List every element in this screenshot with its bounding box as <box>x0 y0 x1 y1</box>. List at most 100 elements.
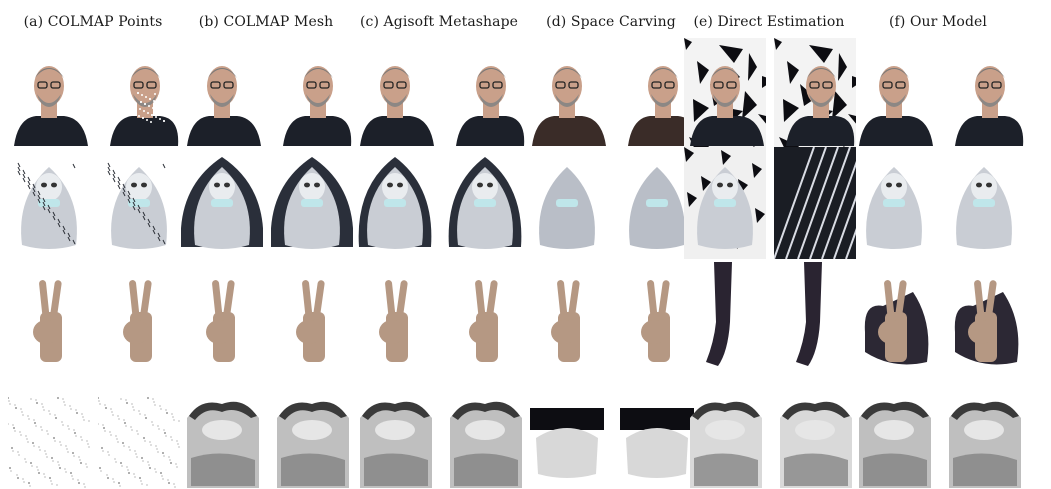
render-space-carving-person-view2 <box>616 38 698 150</box>
reconstruction-image <box>859 401 931 488</box>
render-space-carving-sloth-plush-view1 <box>526 147 608 259</box>
reconstruction-image <box>532 66 606 146</box>
reconstruction-image <box>8 397 90 488</box>
reconstruction-image <box>955 66 1024 146</box>
reconstruction-image <box>530 408 604 478</box>
render-colmap-points-person-view2 <box>98 38 180 150</box>
reconstruction-image <box>296 280 325 362</box>
reconstruction-image <box>539 167 595 249</box>
render-space-carving-fire-smoke-view2 <box>616 378 698 489</box>
reconstruction-image <box>954 280 1019 365</box>
render-direct-estimation-sloth-plush-view1 <box>684 147 766 259</box>
render-colmap-mesh-sloth-plush-view2 <box>271 147 353 259</box>
reconstruction-image <box>864 280 929 365</box>
render-direct-estimation-person-view1 <box>684 38 766 150</box>
reconstruction-image <box>283 66 352 146</box>
reconstruction-image <box>949 401 1021 488</box>
render-agisoft-sloth-plush-view1 <box>354 147 436 259</box>
reconstruction-image <box>123 280 152 362</box>
column-header-colmap-points: (a) COLMAP Points <box>23 14 163 30</box>
render-direct-estimation-hand-peace-sign-view2 <box>774 262 856 374</box>
reconstruction-image <box>684 147 766 259</box>
reconstruction-image <box>690 401 762 488</box>
reconstruction-image <box>456 66 525 146</box>
render-agisoft-fire-smoke-view2 <box>444 378 526 489</box>
reconstruction-image <box>774 147 856 259</box>
render-colmap-mesh-hand-peace-sign-view2 <box>271 262 353 374</box>
render-colmap-points-hand-peace-sign-view1 <box>8 262 90 374</box>
reconstruction-image <box>866 167 922 249</box>
render-space-carving-person-view1 <box>526 38 608 150</box>
reconstruction-image <box>33 280 62 362</box>
render-colmap-mesh-hand-peace-sign-view1 <box>181 262 263 374</box>
render-colmap-mesh-person-view1 <box>181 38 263 150</box>
reconstruction-image <box>187 66 261 146</box>
reconstruction-image <box>956 167 1012 249</box>
render-colmap-points-fire-smoke-view1 <box>8 378 90 489</box>
render-colmap-mesh-fire-smoke-view2 <box>271 378 353 489</box>
reconstruction-image <box>628 66 697 146</box>
render-colmap-points-person-view1 <box>8 38 90 150</box>
reconstruction-image <box>358 157 432 249</box>
column-header-our-model: (f) Our Model <box>889 14 987 30</box>
render-our-model-hand-peace-sign-view2 <box>943 262 1025 374</box>
reconstruction-image <box>17 162 77 249</box>
reconstruction-image <box>379 280 408 362</box>
render-direct-estimation-person-view2 <box>774 38 856 150</box>
render-our-model-fire-smoke-view2 <box>943 378 1025 489</box>
render-agisoft-sloth-plush-view2 <box>444 147 526 259</box>
render-direct-estimation-fire-smoke-view1 <box>684 378 766 489</box>
render-our-model-hand-peace-sign-view1 <box>853 262 935 374</box>
render-colmap-points-sloth-plush-view1 <box>8 147 90 259</box>
render-space-carving-fire-smoke-view1 <box>526 378 608 489</box>
render-space-carving-hand-peace-sign-view2 <box>616 262 698 374</box>
render-agisoft-fire-smoke-view1 <box>354 378 436 489</box>
render-space-carving-sloth-plush-view2 <box>616 147 698 259</box>
reconstruction-image <box>181 157 263 249</box>
render-our-model-sloth-plush-view2 <box>943 147 1025 259</box>
reconstruction-image <box>551 280 580 362</box>
reconstruction-image <box>98 397 180 488</box>
reconstruction-image <box>448 157 522 249</box>
reconstruction-image <box>110 66 179 146</box>
reconstruction-image <box>271 157 353 249</box>
render-agisoft-person-view1 <box>354 38 436 150</box>
reconstruction-image <box>706 262 732 366</box>
render-direct-estimation-hand-peace-sign-view1 <box>684 262 766 374</box>
render-colmap-mesh-fire-smoke-view1 <box>181 378 263 489</box>
reconstruction-image <box>469 280 498 362</box>
render-space-carving-hand-peace-sign-view1 <box>526 262 608 374</box>
reconstruction-image <box>774 38 856 150</box>
render-colmap-mesh-person-view2 <box>271 38 353 150</box>
reconstruction-image <box>450 401 522 488</box>
reconstruction-image <box>629 167 685 249</box>
render-colmap-points-fire-smoke-view2 <box>98 378 180 489</box>
render-agisoft-person-view2 <box>444 38 526 150</box>
render-direct-estimation-sloth-plush-view2 <box>774 147 856 259</box>
render-colmap-points-hand-peace-sign-view2 <box>98 262 180 374</box>
render-direct-estimation-fire-smoke-view2 <box>774 378 856 489</box>
render-our-model-person-view2 <box>943 38 1025 150</box>
reconstruction-image <box>620 408 694 478</box>
reconstruction-image <box>206 280 235 362</box>
reconstruction-image <box>641 280 670 362</box>
column-header-colmap-mesh: (b) COLMAP Mesh <box>198 14 334 30</box>
reconstruction-image <box>277 401 349 488</box>
render-colmap-mesh-sloth-plush-view1 <box>181 147 263 259</box>
column-header-space-carving: (d) Space Carving <box>546 14 676 30</box>
render-our-model-fire-smoke-view1 <box>853 378 935 489</box>
reconstruction-image <box>859 66 933 146</box>
render-our-model-person-view1 <box>853 38 935 150</box>
column-header-agisoft: (c) Agisoft Metashape <box>359 14 519 30</box>
reconstruction-image <box>14 66 88 146</box>
reconstruction-image <box>780 401 852 488</box>
reconstruction-image <box>684 38 766 150</box>
render-agisoft-hand-peace-sign-view1 <box>354 262 436 374</box>
reconstruction-image <box>360 66 434 146</box>
reconstruction-image <box>107 162 167 249</box>
reconstruction-image <box>187 401 259 488</box>
render-colmap-points-sloth-plush-view2 <box>98 147 180 259</box>
reconstruction-image <box>796 262 822 366</box>
render-our-model-sloth-plush-view1 <box>853 147 935 259</box>
